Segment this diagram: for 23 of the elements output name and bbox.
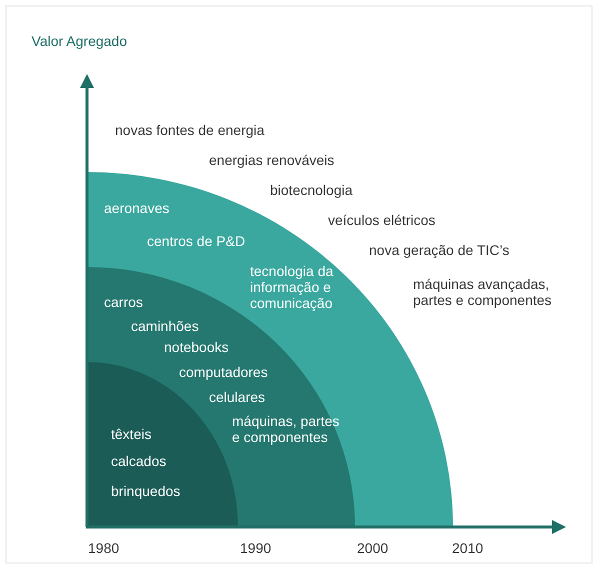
year-label: 1990 (240, 540, 272, 556)
sector-label: máquinas avançadas, partes e componentes (413, 276, 553, 308)
band-label: calcados (111, 453, 166, 469)
band-label: caminhões (131, 318, 199, 334)
year-label: 2000 (357, 540, 388, 556)
axis-title: Valor Agregado (30, 33, 127, 49)
band-label: notebooks (164, 339, 229, 355)
band-label: aeronaves (104, 200, 170, 216)
band-label: carros (104, 294, 143, 310)
sector-label: nova geração de TIC’s (369, 242, 510, 258)
year-label: 1980 (88, 540, 120, 556)
sector-label: biotecnologia (270, 182, 353, 198)
band-label: têxteis (111, 426, 152, 442)
band-label: celulares (209, 389, 266, 405)
sector-label: veículos elétricos (328, 212, 436, 228)
sector-label: energias renováveis (209, 152, 334, 168)
band-label: máquinas, partes e componentes (232, 413, 340, 445)
sector-label: novas fontes de energia (115, 122, 264, 138)
band-label: tecnologia da informação e comunicação (250, 263, 334, 311)
band-label: brinquedos (111, 483, 180, 499)
band-label: computadores (179, 364, 268, 380)
band-label: centros de P&D (147, 233, 246, 249)
year-label: 2010 (452, 540, 484, 556)
